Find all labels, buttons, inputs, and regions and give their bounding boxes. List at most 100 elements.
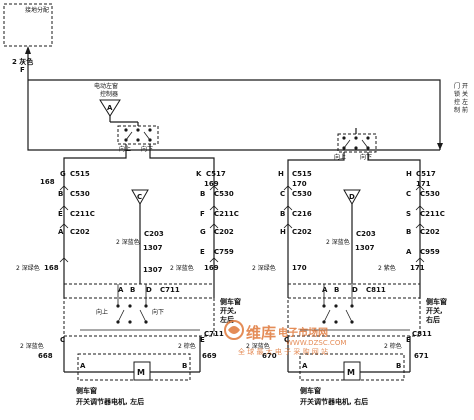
svg-text:C515: C515 — [70, 170, 90, 178]
door-lock-switch-label: 门 锁 控 制 开 关 左 前 — [454, 82, 468, 114]
svg-text:G: G — [60, 170, 66, 178]
svg-text:左: 左 — [462, 98, 468, 106]
watermark: 维库 电子市场网 全 球 最 大 电 子 采 购 网 站 WWW.DZSC.CO… — [224, 320, 346, 356]
feed-wire-left — [27, 54, 440, 151]
svg-text:前: 前 — [462, 106, 468, 114]
left-circuit-feed-b — [149, 144, 215, 172]
svg-text:右后: 右后 — [425, 315, 440, 324]
svg-text:C202: C202 — [214, 228, 234, 236]
watermark-brand2: 电子市场网 — [278, 326, 328, 339]
left-switch-up: 向上 — [119, 145, 131, 153]
svg-text:锁: 锁 — [454, 90, 460, 98]
svg-text:E: E — [200, 248, 205, 256]
svg-text:171: 171 — [410, 264, 425, 272]
svg-text:H: H — [406, 170, 412, 178]
svg-text:2 深蓝色: 2 深蓝色 — [20, 342, 44, 350]
right-switch-up: 向上 — [334, 153, 346, 161]
svg-text:左后: 左后 — [219, 315, 234, 324]
left-master-switch: 向上 向下 — [109, 116, 159, 153]
svg-text:H: H — [280, 228, 286, 236]
svg-text:B: B — [334, 286, 339, 294]
svg-text:A: A — [58, 228, 64, 236]
svg-text:制: 制 — [454, 106, 460, 114]
svg-text:B: B — [58, 190, 63, 198]
svg-text:B: B — [182, 362, 187, 370]
fuse-block-label: 接地分配 — [25, 6, 49, 14]
svg-text:C: C — [60, 336, 65, 344]
svg-text:669: 669 — [202, 352, 217, 360]
svg-text:168: 168 — [44, 264, 59, 272]
svg-text:D: D — [349, 193, 355, 201]
svg-text:668: 668 — [38, 352, 53, 360]
svg-text:侧车窗: 侧车窗 — [76, 386, 97, 395]
svg-text:向下: 向下 — [152, 308, 164, 316]
svg-text:168: 168 — [40, 178, 55, 186]
svg-text:C530: C530 — [70, 190, 90, 198]
right-circuit-feed-a — [287, 152, 345, 172]
svg-text:K: K — [196, 170, 202, 178]
svg-text:M: M — [347, 368, 355, 377]
svg-text:B: B — [200, 190, 205, 198]
svg-text:开: 开 — [462, 83, 468, 90]
window-controller-a: 电动左窗 控制器 A — [94, 82, 121, 117]
svg-text:B: B — [406, 228, 411, 236]
left-circuit: G C515 168 K C517 169 B C530 B C530 E C2… — [16, 170, 241, 406]
svg-text:B: B — [130, 286, 135, 294]
feed-arrow — [25, 46, 31, 54]
svg-text:E: E — [200, 336, 205, 344]
svg-text:电动左窗: 电动左窗 — [94, 82, 118, 90]
feed-bus-top — [28, 79, 441, 150]
svg-text:A: A — [107, 104, 113, 112]
svg-text:向上: 向上 — [96, 308, 108, 316]
svg-text:2 紫色: 2 紫色 — [378, 264, 396, 272]
svg-text:2 棕色: 2 棕色 — [178, 342, 196, 350]
svg-text:C530: C530 — [420, 190, 440, 198]
svg-text:开关调节器电机, 右后: 开关调节器电机, 右后 — [300, 397, 368, 406]
svg-text:E: E — [58, 210, 63, 218]
svg-text:A: A — [322, 286, 328, 294]
svg-text:G: G — [200, 228, 206, 236]
feed-pin: F — [20, 66, 25, 74]
svg-text:开关,: 开关, — [220, 306, 237, 315]
svg-text:开关,: 开关, — [426, 306, 443, 315]
svg-text:1307: 1307 — [143, 244, 163, 252]
svg-text:H: H — [278, 170, 284, 178]
svg-text:169: 169 — [204, 180, 219, 188]
svg-text:F: F — [200, 210, 205, 218]
svg-text:A: A — [406, 248, 412, 256]
svg-text:C517: C517 — [206, 170, 226, 178]
svg-text:侧车窗: 侧车窗 — [300, 386, 321, 395]
svg-text:控: 控 — [454, 98, 460, 106]
svg-text:A: A — [80, 362, 86, 370]
feed-wire-color: 2 灰色 — [12, 57, 33, 66]
svg-text:C202: C202 — [70, 228, 90, 236]
svg-text:C959: C959 — [420, 248, 440, 256]
svg-text:C711: C711 — [160, 286, 180, 294]
svg-text:C711: C711 — [204, 330, 224, 338]
right-switch-down: 向下 — [360, 153, 372, 161]
left-circuit-feed-a — [63, 144, 127, 172]
svg-text:关: 关 — [462, 90, 468, 98]
svg-text:1307: 1307 — [143, 266, 163, 274]
svg-text:C: C — [406, 190, 411, 198]
svg-text:控制器: 控制器 — [100, 90, 118, 98]
bus-arrow-right — [437, 143, 443, 150]
svg-text:C: C — [137, 193, 142, 201]
svg-text:C517: C517 — [416, 170, 436, 178]
svg-text:C203: C203 — [356, 230, 376, 238]
svg-text:170: 170 — [292, 180, 307, 188]
svg-text:S: S — [406, 210, 411, 218]
svg-text:D: D — [352, 286, 358, 294]
svg-text:C: C — [280, 190, 285, 198]
svg-text:M: M — [137, 368, 145, 377]
svg-text:侧车窗: 侧车窗 — [220, 297, 241, 306]
svg-text:C530: C530 — [214, 190, 234, 198]
svg-text:C203: C203 — [144, 230, 164, 238]
svg-text:C811: C811 — [412, 330, 432, 338]
svg-text:670: 670 — [262, 352, 277, 360]
svg-text:171: 171 — [416, 180, 431, 188]
svg-text:2 深蓝色: 2 深蓝色 — [246, 342, 270, 350]
svg-text:C530: C530 — [292, 190, 312, 198]
svg-text:C211C: C211C — [214, 210, 239, 218]
right-circuit-feed-b — [367, 152, 421, 172]
